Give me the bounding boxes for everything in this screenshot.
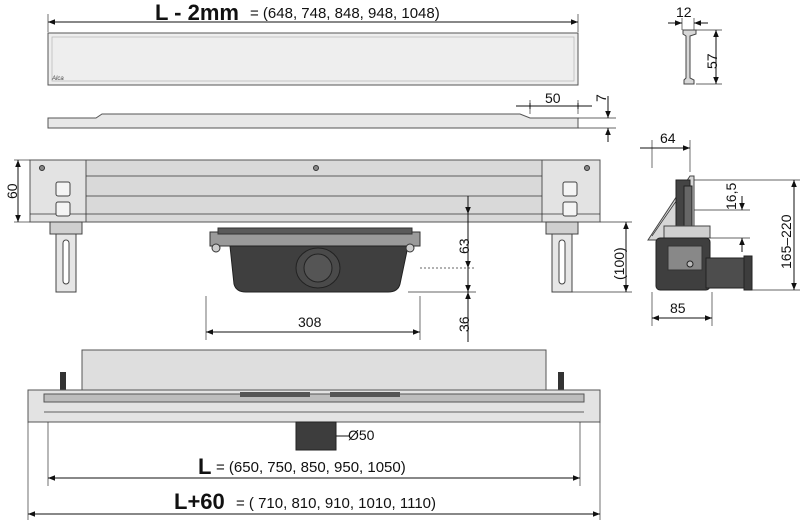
section-top-width: 64 [660, 130, 676, 146]
profile-detail: 12 57 [668, 4, 722, 85]
top-grate-view: L - 2mm = (648, 748, 848, 948, 1048) Alc… [47, 0, 616, 142]
section-offset: 16,5 [723, 183, 739, 210]
offset-value: 50 [545, 90, 561, 106]
section-outlet [705, 257, 751, 289]
section-bottom-width: 85 [670, 300, 686, 316]
section-view: 64 16,5 165–220 85 [640, 130, 800, 326]
total-height: (100) [611, 247, 627, 280]
brand-logo: Alca [51, 76, 64, 82]
outlet-pipe [295, 421, 337, 451]
side-view: 60 63 36 (100) 308 [4, 159, 632, 342]
drain-width: 308 [298, 314, 322, 330]
pipe-diameter: Ø50 [348, 427, 375, 443]
height-left: 60 [4, 183, 20, 199]
length-values: = (648, 748, 848, 948, 1048) [250, 5, 440, 22]
section-height-range: 165–220 [778, 214, 794, 269]
bottom-length-values: = (650, 750, 850, 950, 1050) [216, 459, 406, 476]
outlet-height: 63 [456, 238, 472, 254]
length-label: L - 2mm [155, 0, 239, 25]
grate-plate [47, 32, 579, 86]
below-height: 36 [456, 316, 472, 332]
total-length-values: = ( 710, 810, 910, 1010, 1110) [236, 495, 436, 512]
total-length-label: L+60 [174, 489, 225, 514]
bottom-length-label: L [198, 454, 211, 479]
cover-strip [47, 113, 579, 129]
bottom-view: Ø50 L = (650, 750, 850, 950, 1050) L+60 … [27, 349, 601, 520]
thickness-value: 7 [593, 94, 609, 102]
profile-width: 12 [676, 4, 692, 20]
profile-height: 57 [704, 53, 720, 69]
profile-shape [682, 29, 697, 85]
bottom-upper-grate [81, 349, 547, 391]
